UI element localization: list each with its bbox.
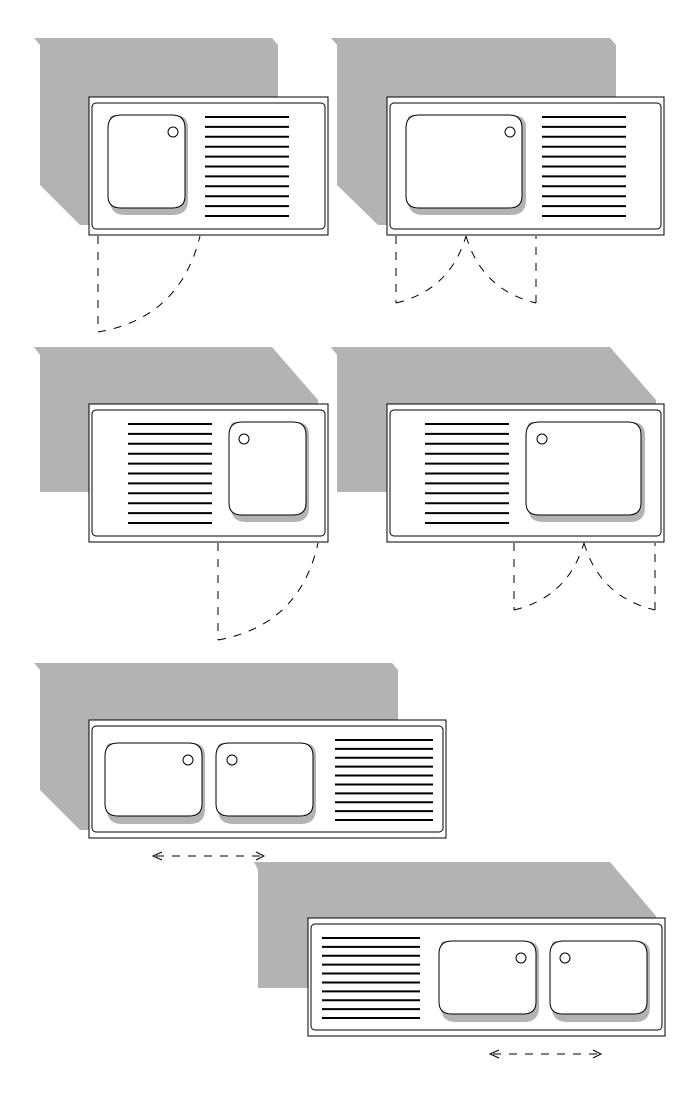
sliding-door-arrow [151,851,266,861]
bowl [104,742,203,817]
bowl [438,940,537,1015]
countertop-shadow [331,38,616,225]
bowl [549,940,648,1015]
drainboard [542,116,626,217]
bowl [107,114,186,209]
drain-icon [504,126,516,138]
drain-icon [167,126,179,138]
sink-5 [34,663,447,861]
door-swing [97,235,201,333]
bowl [228,421,307,516]
sink-4 [331,347,665,611]
countertop-shadow [34,347,318,492]
countertop-shadow [34,38,278,225]
bowl [215,742,314,817]
countertop-shadow [254,862,656,988]
door-swing [395,235,537,304]
drain-icon [515,952,527,964]
door-swing [513,542,656,611]
drain-icon [536,433,548,445]
drain-icon [559,952,571,964]
drainboard [335,739,433,821]
bowl [525,421,642,516]
door-swing [217,542,319,641]
countertop-shadow [34,663,398,830]
countertop-shadow [331,347,656,492]
sink-1 [34,38,329,333]
drainboard [322,937,420,1019]
drainboard [128,423,212,524]
drain-icon [226,754,238,766]
drainboard [425,423,509,524]
sink-2 [331,38,665,304]
bowl [405,114,523,209]
sink-3 [34,347,329,641]
sink-6 [254,862,666,1059]
sliding-door-arrow [488,1049,603,1059]
drain-icon [182,754,194,766]
drainboard [205,116,289,217]
drain-icon [238,433,250,445]
